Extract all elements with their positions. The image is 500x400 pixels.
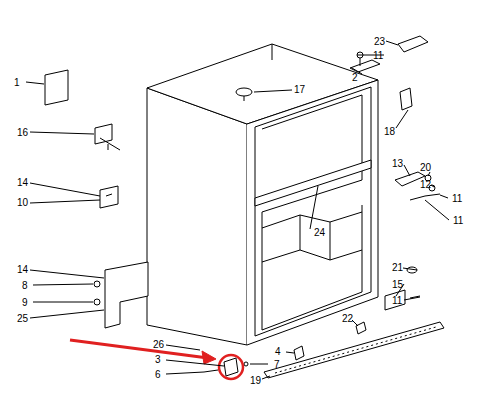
callout-number: 21 <box>392 262 403 273</box>
callout-number: 2 <box>352 72 358 83</box>
callout-number: 11 <box>453 215 463 226</box>
callout-number: 11 <box>452 193 462 204</box>
callout-number: 24 <box>314 227 325 238</box>
callout-number: 3 <box>155 354 161 365</box>
callout-number: 8 <box>22 280 28 291</box>
callout-number: 12 <box>420 179 431 190</box>
callout-number: 14 <box>17 177 28 188</box>
callout-number: 23 <box>374 36 385 47</box>
callout-number: 22 <box>342 313 353 324</box>
callout-number: 17 <box>294 84 305 95</box>
callout-number: 20 <box>420 162 431 173</box>
callout-number: 26 <box>153 339 164 350</box>
callout-number: 1 <box>14 77 20 88</box>
callout-number: 15 <box>392 279 403 290</box>
callout-number: 13 <box>392 158 403 169</box>
callout-number: 4 <box>275 346 281 357</box>
callout-number: 19 <box>250 375 261 386</box>
callout-number: 16 <box>17 127 28 138</box>
callout-number: 11 <box>373 50 383 61</box>
callout-number: 14 <box>17 264 28 275</box>
callout-number: 10 <box>17 197 28 208</box>
callout-number: 11 <box>392 295 402 306</box>
callout-number: 25 <box>17 313 28 324</box>
callout-number: 18 <box>384 126 395 137</box>
callout-number: 9 <box>22 297 28 308</box>
callout-number: 6 <box>155 369 161 380</box>
callout-number: 7 <box>274 359 280 370</box>
